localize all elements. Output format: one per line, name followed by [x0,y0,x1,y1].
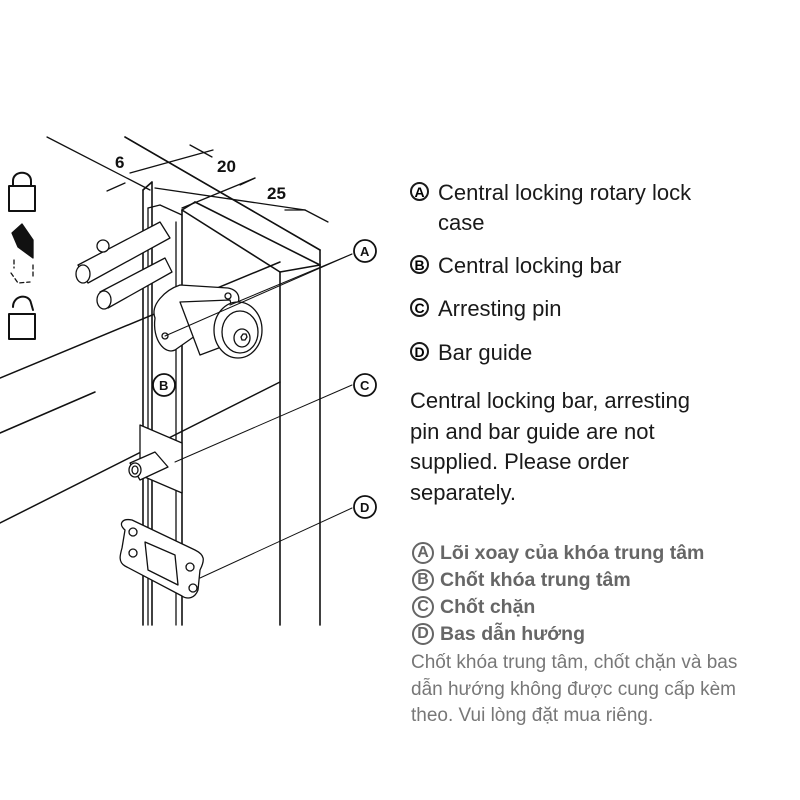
callout-a: A [360,244,370,259]
legend-en-label-d: Bar guide [438,340,533,365]
legend-badge-a: A [410,182,429,201]
legend-vi-item-c: C Chốt chặn [412,594,535,620]
callout-b: B [159,378,168,393]
legend-en-label-b: Central locking bar [438,253,622,278]
note-vi-line: theo. Vui lòng đặt mua riêng. [411,705,654,726]
legend-vi-label-b: Chốt khóa trung tâm [440,569,631,591]
note-en-line: pin and bar guide are not [410,418,655,444]
legend-badge-c: C [410,298,429,317]
legend-vi-badge-d: D [412,623,434,645]
legend-vi-badge-a: A [412,542,434,564]
legend-en-label-a: Central locking rotary lock [438,180,692,205]
dimension-6: 6 [115,153,124,172]
note-vi: Chốt khóa trung tâm, chốt chặn và bas dẫ… [411,650,796,730]
padlock-closed-icon [8,171,36,212]
note-en: Central locking bar, arresting pin and b… [410,386,770,508]
legend-en-item-a: A Central locking rotary lock case [410,178,780,238]
legend-vi-badge-b: B [412,569,434,591]
bar-guide-plate [119,518,204,599]
dimension-25: 25 [267,184,286,203]
legend-vi-label-c: Chốt chặn [440,596,536,618]
callout-d: D [360,500,369,515]
callout-c: C [360,378,370,393]
legend-en-item-b: B Central locking bar [410,251,780,281]
note-vi-line: Chốt khóa trung tâm, chốt chặn và bas [411,652,738,673]
callout-leaders [164,253,353,579]
legend-vi-item-d: D Bas dẫn hướng [412,621,585,647]
legend-vi-label-d: Bas dẫn hướng [440,623,585,645]
legend-en-label-c: Arresting pin [438,296,562,321]
padlock-open-icon [8,295,36,340]
rotate-arrow-icon [10,223,34,284]
note-vi-line: dẫn hướng không được cung cấp kèm [411,678,736,700]
legend-vi-badge-c: C [412,596,434,618]
legend-badge-d: D [410,342,429,361]
legend-en-item-c: C Arresting pin [410,294,780,324]
legend-vi-item-b: B Chốt khóa trung tâm [412,567,631,593]
callout-d-circle [353,495,377,519]
note-en-line: separately. [410,479,516,505]
note-en-line: Central locking bar, arresting [410,388,691,413]
locking-bar-pins [75,221,173,310]
dimension-20: 20 [217,157,236,176]
legend-vi-label-a: Lõi xoay của khóa trung tâm [440,542,705,564]
callout-c-circle [353,373,377,397]
rotary-lock-case [153,284,263,359]
note-en-line: supplied. Please order [410,449,629,474]
legend-badge-b: B [410,255,429,274]
callout-a-circle [353,239,377,263]
arresting-pin [128,424,183,494]
callout-b-circle [152,373,176,397]
legend-vi-item-a: A Lõi xoay của khóa trung tâm [412,540,704,566]
legend-en-label-a-cont: case [438,210,485,235]
legend-en-item-d: D Bar guide [410,338,780,368]
